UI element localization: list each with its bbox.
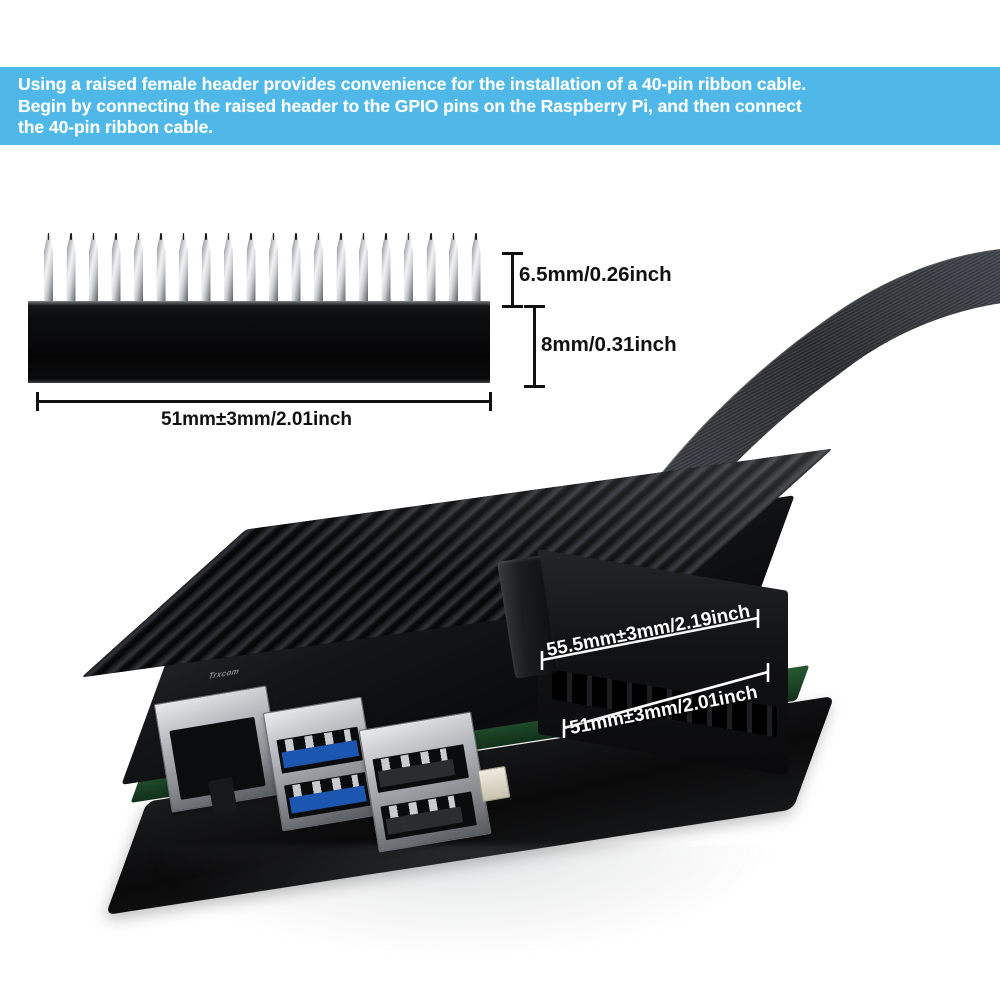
header-plastic-body	[28, 301, 490, 383]
usb3-port-upper	[276, 726, 363, 774]
header-pin	[201, 233, 211, 303]
pin-height-cap-top	[502, 252, 523, 255]
header-pin-row	[40, 228, 490, 303]
body-height-cap-bottom	[524, 385, 545, 388]
usb2-port-lower	[380, 791, 477, 841]
header-pin	[426, 233, 436, 303]
lower-dimension-line	[563, 670, 769, 730]
header-pin	[381, 233, 391, 303]
header-length-cap-left	[36, 392, 39, 411]
header-pin	[449, 233, 458, 303]
instruction-text: Using a raised female header provides co…	[18, 74, 807, 137]
usb2-port-upper	[372, 744, 469, 793]
header-pin	[404, 233, 413, 303]
body-height-cap-top	[524, 305, 545, 308]
header-length-dimension-line	[36, 400, 492, 403]
header-pin	[269, 233, 278, 303]
usb2-port-stack	[358, 711, 492, 853]
header-pin	[471, 233, 481, 303]
header-pin	[66, 233, 76, 303]
board-white-connector	[477, 765, 511, 803]
pin-height-dimension-line	[511, 252, 514, 308]
header-pin	[246, 233, 256, 303]
raised-female-header	[28, 228, 490, 383]
header-pin	[359, 233, 368, 303]
header-pin	[314, 233, 323, 303]
body-height-dimension-line	[533, 305, 536, 388]
ethernet-port-opening	[169, 716, 266, 815]
header-pin	[44, 233, 53, 303]
header-length-label: 51mm±3mm/2.01inch	[161, 409, 353, 430]
pin-height-cap-bottom	[502, 305, 523, 308]
header-pin	[156, 233, 166, 303]
body-height-label: 8mm/0.31inch	[541, 333, 677, 356]
floor-reflection	[150, 845, 770, 955]
header-pin	[111, 233, 121, 303]
instruction-banner: Using a raised female header provides co…	[0, 67, 1000, 145]
pin-height-label: 6.5mm/0.26inch	[519, 263, 672, 286]
header-pin	[224, 233, 233, 303]
usb3-port-lower	[284, 772, 371, 820]
header-pin	[134, 233, 143, 303]
ethernet-port-keyway	[208, 777, 238, 815]
case-dimension-overlay	[540, 609, 770, 738]
ethernet-port: Trxcom	[153, 666, 285, 815]
header-pin	[89, 233, 98, 303]
header-pin	[336, 233, 346, 303]
header-length-cap-right	[489, 392, 492, 411]
header-pin	[291, 233, 301, 303]
upper-dimension-line	[541, 616, 759, 662]
header-pin	[179, 233, 188, 303]
